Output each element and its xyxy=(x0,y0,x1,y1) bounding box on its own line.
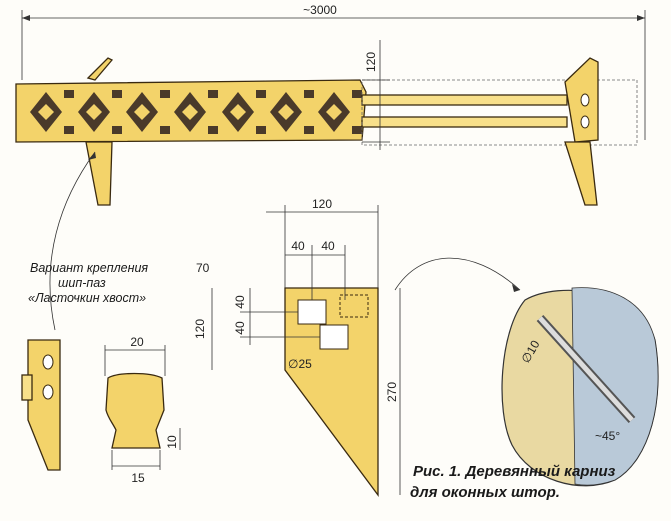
screw-angle-label: ~45° xyxy=(595,429,620,443)
left-detail-arrow xyxy=(49,151,96,331)
ornament-block xyxy=(64,126,74,134)
curtain-rods xyxy=(361,79,638,146)
caption-line-1: Рис. 1. Деревянный карниз xyxy=(413,463,616,480)
wall-screw-detail: ∅10 ~45° xyxy=(501,287,659,487)
rail-height-dimension: 120 xyxy=(362,40,390,150)
dovetail-bottom-label: 15 xyxy=(131,471,145,485)
left-bracket-top xyxy=(86,57,114,81)
dovetail-height-label: 10 xyxy=(165,435,179,449)
figure-caption: Рис. 1. Деревянный карниз для оконных шт… xyxy=(410,463,616,501)
overall-length-label: ~3000 xyxy=(303,3,337,17)
overall-length-dimension: ~3000 xyxy=(21,3,646,140)
ornament-block xyxy=(160,126,170,134)
right-detail-arrow xyxy=(394,257,521,291)
side-bracket-detail xyxy=(21,339,61,471)
joint-variant-note: Вариант крепления шип-паз «Ласточкин хво… xyxy=(28,261,148,305)
ornament-block xyxy=(256,90,266,98)
ornament-block xyxy=(64,90,74,98)
ornament-block xyxy=(304,90,314,98)
caption-line-2: для оконных штор. xyxy=(410,484,560,501)
small-mark-label: 70 xyxy=(196,261,210,275)
note-line-3: «Ласточкин хвост» xyxy=(28,291,146,305)
vert-40-a-label: 40 xyxy=(233,295,247,309)
note-line-2: шип-паз xyxy=(58,276,106,290)
ornament-block xyxy=(208,126,218,134)
cornice-rail xyxy=(15,79,367,143)
ornament-block xyxy=(208,90,218,98)
ornament-motif xyxy=(174,92,206,132)
hole-diameter-label: ∅25 xyxy=(288,357,312,371)
rail-height-label: 120 xyxy=(364,52,378,72)
ornament-block xyxy=(352,90,362,98)
ornament-motif xyxy=(78,92,110,132)
hole-offset-b-label: 40 xyxy=(321,239,335,253)
ornament-block xyxy=(160,90,170,98)
left-bracket-leg xyxy=(85,141,113,206)
ornament-block xyxy=(112,90,122,98)
bracket-height-label: 270 xyxy=(385,382,399,402)
right-bracket xyxy=(564,57,599,206)
hole-offset-a-label: 40 xyxy=(291,239,305,253)
ornament-motif xyxy=(222,92,254,132)
ornament-pattern xyxy=(30,90,362,134)
ornament-motif xyxy=(126,92,158,132)
vert-40-b-label: 40 xyxy=(233,321,247,335)
note-line-1: Вариант крепления xyxy=(30,261,148,275)
bracket-width-label: 120 xyxy=(312,197,332,211)
ornament-motif xyxy=(318,92,350,132)
ornament-motif xyxy=(270,92,302,132)
dovetail-top-label: 20 xyxy=(130,335,144,349)
ornament-motif xyxy=(30,92,62,132)
ornament-block xyxy=(304,126,314,134)
ornament-block xyxy=(256,126,266,134)
bracket-height-120-label: 120 xyxy=(193,319,207,339)
dovetail-detail: 20 10 15 xyxy=(104,335,181,485)
ornament-block xyxy=(352,126,362,134)
bracket-drawing: 120 40 40 120 40 40 70 ∅25 270 xyxy=(193,197,401,497)
ornament-block xyxy=(112,126,122,134)
